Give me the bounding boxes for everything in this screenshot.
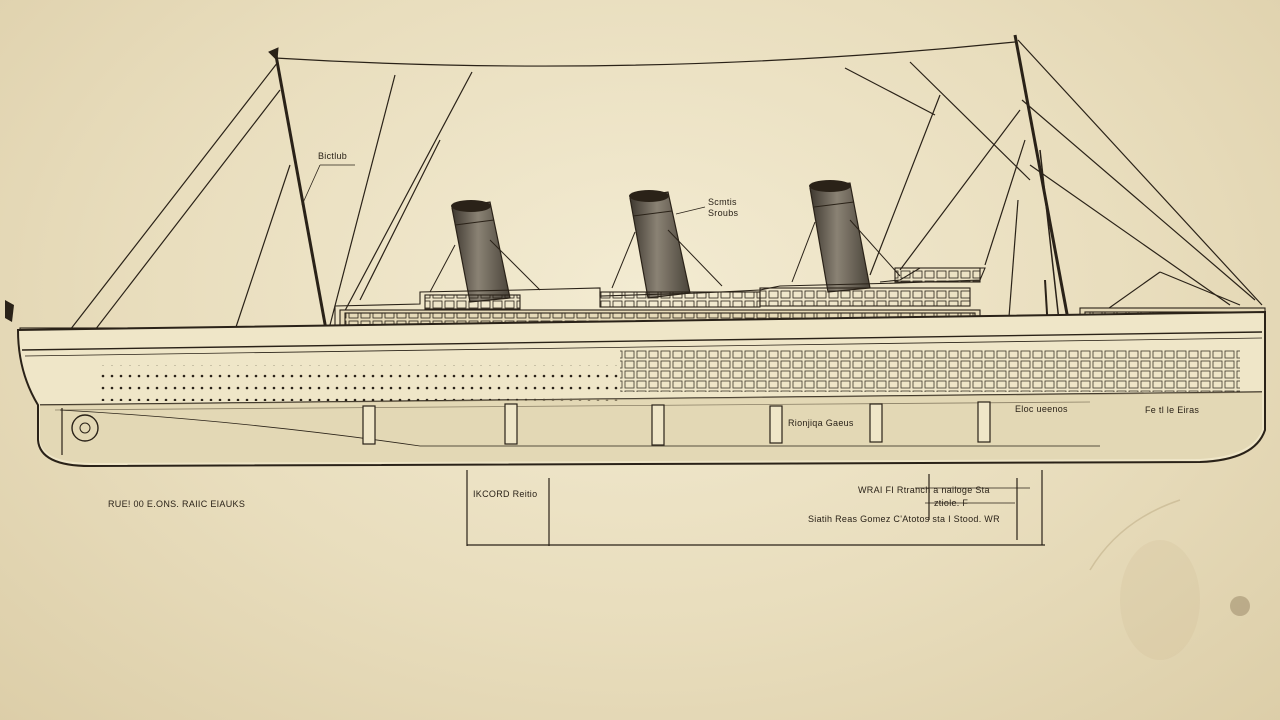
bottom-left-caption: RUE! 00 E.ONS. RAIIC EIAUKS (108, 499, 246, 509)
mast-label: Bictlub (318, 151, 348, 161)
leader-lines (301, 164, 706, 215)
title-block-label: IKCORD Reitio (473, 489, 538, 499)
hull-label-right-1: Eloc ueenos (1015, 404, 1068, 414)
hull-label-center: Rionjiqa Gaeus (788, 418, 854, 428)
masts (268, 34, 1072, 336)
note-line-1: WRAI FI Rtranch a nailoge Sta (858, 485, 990, 495)
title-block (466, 470, 1045, 546)
paper-stains (1089, 499, 1250, 660)
funnel-label-2: Sroubs (708, 208, 739, 218)
funnel-label-1: Scmtis (708, 197, 737, 207)
funnels (429, 180, 901, 303)
hull-label-right-2: Fe tl le Eiras (1145, 405, 1200, 415)
note-line-2: ztiole. F (934, 498, 969, 508)
funnel-3 (809, 180, 871, 293)
note-line-3: Siatih Reas Gomez C'Atotos sta I Stood. … (808, 514, 1000, 524)
ship-hull (5, 300, 1266, 468)
